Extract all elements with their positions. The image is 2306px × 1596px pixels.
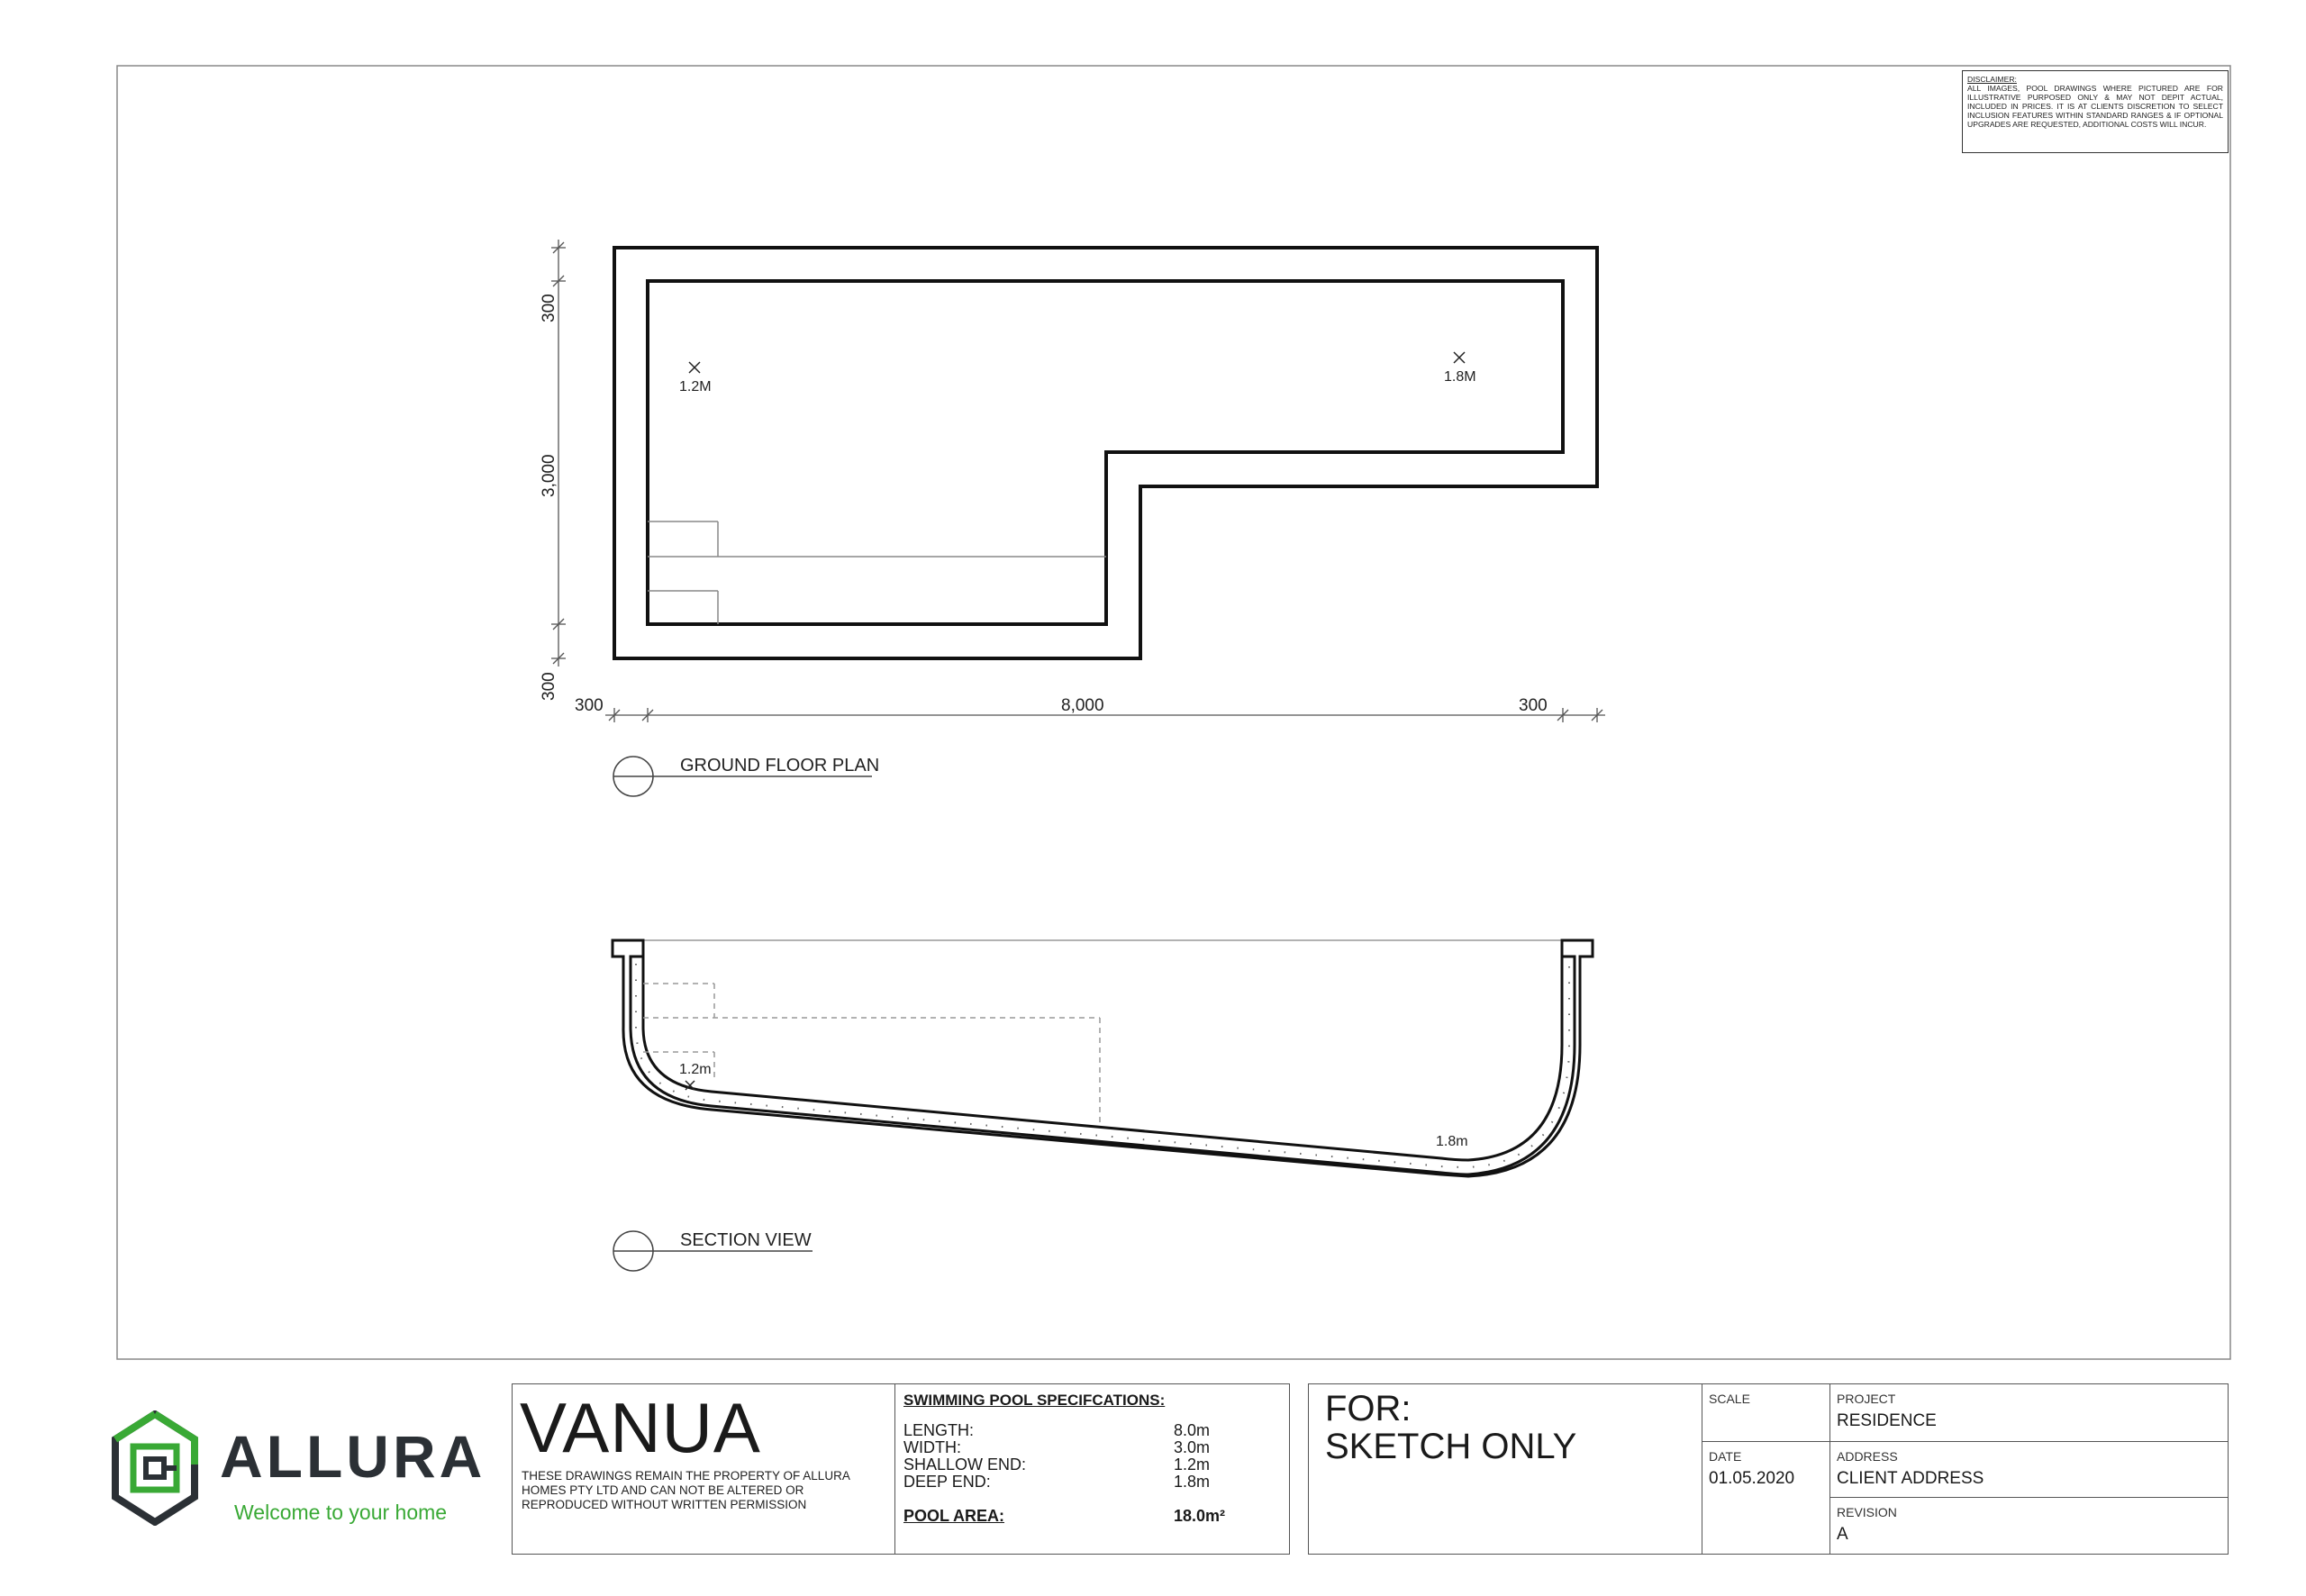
spec-label: DEEP END: [903, 1473, 991, 1491]
dim-bottom-offset: 300 [540, 672, 558, 701]
pool-area-label: POOL AREA: [903, 1507, 1005, 1525]
spec-value: 1.8m [1174, 1473, 1211, 1491]
pool-section: 1.2m 1.8m [611, 939, 1594, 1178]
pool-area-value: 18.0m² [1174, 1507, 1226, 1525]
spec-label: SHALLOW END: [903, 1455, 1027, 1474]
company-logo: ALLURA Welcome to your home [112, 1410, 508, 1537]
dim-left-offset: 300 [575, 696, 604, 715]
spec-row: SHALLOW END: 1.2m [903, 1456, 1282, 1474]
horizontal-dimension [605, 708, 1605, 722]
date-cell: DATE 01.05.2020 [1702, 1442, 1829, 1555]
scale-cell: SCALE [1702, 1384, 1829, 1442]
plan-inner-outline [646, 279, 1565, 626]
shallow-depth-marker [688, 361, 701, 374]
section-title: SECTION VIEW [680, 1230, 812, 1250]
dim-length: 8,000 [1061, 696, 1104, 715]
section-deep-label: 1.8m [1436, 1134, 1468, 1149]
disclaimer-heading: DISCLAIMER: [1967, 75, 2017, 84]
dim-top-offset: 300 [540, 294, 558, 322]
date-label: DATE [1709, 1449, 1742, 1464]
revision-cell: REVISION A [1829, 1498, 2228, 1555]
address-value: CLIENT ADDRESS [1837, 1469, 1984, 1488]
pool-plan: 1.2M 1.8M [613, 246, 1599, 660]
address-label: ADDRESS [1837, 1449, 1898, 1464]
plan-steps [648, 521, 1106, 624]
specifications-cell: SWIMMING POOL SPECIFCATIONS: LENGTH: 8.0… [903, 1384, 1282, 1554]
purpose-label: FOR: [1325, 1389, 1412, 1428]
section-shell-inner [641, 957, 1564, 1162]
title-block: VANUA THESE DRAWINGS REMAIN THE PROPERTY… [512, 1383, 1290, 1555]
purpose-value: SKETCH ONLY [1325, 1427, 1577, 1466]
purpose-cell: FOR: SKETCH ONLY [1309, 1384, 1702, 1554]
section-steps [643, 983, 1101, 1122]
disclaimer-text: ALL IMAGES, POOL DRAWINGS WHERE PICTURED… [1967, 84, 2223, 130]
copyright-notice: THESE DRAWINGS REMAIN THE PROPERTY OF AL… [522, 1469, 850, 1511]
deep-depth-marker [1453, 351, 1466, 364]
revision-value: A [1837, 1525, 1848, 1544]
spec-value: 1.2m [1174, 1455, 1211, 1474]
deep-depth-label: 1.8M [1444, 369, 1476, 385]
spec-value: 3.0m [1174, 1438, 1211, 1456]
brand-name: ALLURA [220, 1423, 486, 1490]
spec-row: WIDTH: 3.0m [903, 1439, 1282, 1456]
scale-date-column: SCALE DATE 01.05.2020 [1702, 1384, 1830, 1554]
dim-side-height: 3,000 [540, 454, 558, 497]
scale-label: SCALE [1709, 1392, 1750, 1406]
project-column: PROJECT RESIDENCE ADDRESS CLIENT ADDRESS… [1829, 1384, 2228, 1554]
pool-name-cell: VANUA THESE DRAWINGS REMAIN THE PROPERTY… [513, 1384, 895, 1554]
section-shell-outer [611, 939, 1594, 1178]
project-value: RESIDENCE [1837, 1411, 1937, 1430]
spec-row: DEEP END: 1.8m [903, 1474, 1282, 1491]
sheet-frame [116, 65, 2231, 1360]
spec-label: WIDTH: [903, 1438, 961, 1456]
specs-list: LENGTH: 8.0m WIDTH: 3.0m SHALLOW END: 1.… [903, 1422, 1282, 1491]
spec-label: LENGTH: [903, 1421, 975, 1439]
disclaimer-box: DISCLAIMER: ALL IMAGES, POOL DRAWINGS WH… [1962, 70, 2229, 153]
spec-value: 8.0m [1174, 1421, 1211, 1439]
section-shallow-marker [685, 1080, 695, 1091]
address-cell: ADDRESS CLIENT ADDRESS [1829, 1442, 2228, 1498]
section-concrete-fill [635, 964, 1570, 1169]
specs-heading: SWIMMING POOL SPECIFCATIONS: [903, 1392, 1166, 1409]
vertical-dimension [551, 240, 566, 667]
dim-right-offset: 300 [1519, 696, 1548, 715]
drawing-info-block: FOR: SKETCH ONLY SCALE DATE 01.05.2020 P… [1308, 1383, 2229, 1555]
pool-name: VANUA [520, 1388, 761, 1467]
plan-title: GROUND FLOOR PLAN [680, 756, 879, 775]
shallow-depth-label: 1.2M [679, 379, 712, 394]
plan-outer-outline [613, 246, 1599, 660]
logo-mark-icon [112, 1410, 198, 1526]
spec-row: LENGTH: 8.0m [903, 1422, 1282, 1439]
section-shallow-label: 1.2m [679, 1062, 712, 1077]
revision-label: REVISION [1837, 1505, 1897, 1519]
date-value: 01.05.2020 [1709, 1469, 1795, 1488]
brand-tagline: Welcome to your home [234, 1501, 448, 1524]
project-cell: PROJECT RESIDENCE [1829, 1384, 2228, 1442]
project-label: PROJECT [1837, 1392, 1896, 1406]
